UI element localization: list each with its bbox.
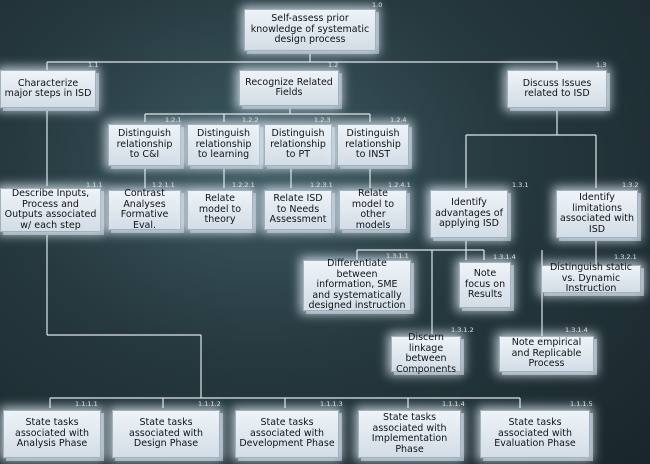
node-number: 1.1.1	[86, 181, 103, 189]
node-1-3-1: Identify advantages of applying ISD	[430, 190, 508, 238]
node-label: State tasks associated with Development …	[239, 417, 335, 450]
node-number: 1.1.1.3	[320, 400, 343, 408]
node-1-1-1-3: State tasks associated with Development …	[235, 410, 339, 458]
node-number: 1.2.1	[165, 116, 182, 124]
node-label: Relate model to other models	[351, 188, 395, 231]
node-number: 1.1.1.4	[442, 400, 465, 408]
node-label: Distinguish relationship to learning	[195, 128, 252, 161]
node-1-2: Recognize Related Fields	[239, 70, 339, 106]
node-label: Characterize major steps in ISD	[4, 77, 92, 99]
node-label: Self-assess prior knowledge of systemati…	[250, 13, 370, 46]
node-1-2-4-1: Relate model to other models	[339, 188, 407, 231]
node-label: State tasks associated with Implementati…	[371, 412, 448, 455]
node-number: 1.3.1.4	[493, 253, 516, 261]
node-number: 1.3.2.1	[614, 253, 637, 261]
node-number: 1.2.3.1	[310, 181, 333, 189]
node-1-3: Discuss Issues related to ISD	[507, 70, 607, 108]
node-number: 1.3.1.4	[565, 326, 588, 334]
node-label: Distinguish relationship to PT	[270, 128, 326, 161]
node-label: Note focus on Results	[464, 268, 506, 301]
node-1-3-2: Identify limitations associated with ISD	[556, 190, 638, 238]
node-label: Relate ISD to Needs Assessment	[269, 193, 327, 226]
node-1-2-3-1: Relate ISD to Needs Assessment	[264, 190, 332, 230]
node-number: 1.3.2	[622, 181, 639, 189]
node-1-1: Characterize major steps in ISD	[0, 70, 96, 108]
node-number: 1.3.1.2	[451, 326, 474, 334]
node-1-2-3: Distinguish relationship to PT	[264, 124, 332, 166]
node-number: 1.2.4	[390, 116, 407, 124]
node-number: 1.3	[596, 61, 607, 69]
node-1-3-1-1: Differentiate between information, SME a…	[303, 258, 411, 312]
node-1-1-1: Describe Inputs, Process and Outputs ass…	[0, 188, 101, 232]
node-number: 1.1.1.2	[198, 400, 221, 408]
node-1-3-1-4-empirical: Note empirical and Replicable Process	[499, 336, 594, 372]
node-number: 1.0	[372, 1, 383, 9]
node-label: Recognize Related Fields	[245, 76, 333, 98]
node-1-2-1: Distinguish relationship to C&I	[108, 124, 181, 166]
node-1-2-2: Distinguish relationship to learning	[187, 124, 260, 166]
node-label: Discern linkage between Components	[395, 332, 457, 375]
node-label: Relate model to theory	[198, 193, 242, 226]
node-label: State tasks associated with Analysis Pha…	[15, 417, 89, 450]
node-label: Distinguish static vs. Dynamic Instructi…	[549, 262, 633, 295]
node-label: Discuss Issues related to ISD	[522, 77, 592, 99]
node-1-1-1-2: State tasks associated with Design Phase	[112, 410, 220, 458]
node-number: 1.1.1.1	[75, 400, 98, 408]
node-number: 1.1	[88, 61, 99, 69]
node-label: Identify limitations associated with ISD	[560, 192, 634, 235]
node-1-2-1-1: Contrast Analyses Formative Eval.	[108, 188, 181, 231]
node-number: 1.2.2	[242, 116, 259, 124]
node-number: 1.2.2.1	[232, 181, 255, 189]
node-number: 1.2	[328, 61, 339, 69]
node-number: 1.2.4.1	[388, 181, 411, 189]
node-label: Distinguish relationship to INST	[345, 128, 401, 161]
node-1-3-1-2: Discern linkage between Components	[391, 332, 461, 375]
node-1-1-1-5: State tasks associated with Evaluation P…	[480, 410, 590, 458]
node-label: State tasks associated with Design Phase	[129, 417, 203, 450]
node-label: Note empirical and Replicable Process	[511, 337, 582, 370]
node-label: Differentiate between information, SME a…	[308, 258, 406, 312]
node-1-1-1-4: State tasks associated with Implementati…	[358, 410, 461, 458]
node-1-3-1-4-results: Note focus on Results	[459, 262, 511, 308]
node-number: 1.3.1.1	[386, 252, 409, 260]
node-number: 1.2.3	[314, 116, 331, 124]
node-label: Distinguish relationship to C&I	[116, 128, 173, 161]
node-label: Identify advantages of applying ISD	[435, 197, 503, 230]
node-1-1-1-1: State tasks associated with Analysis Pha…	[3, 410, 101, 458]
node-number: 1.2.1.1	[152, 181, 175, 189]
node-number: 1.1.1.5	[570, 400, 593, 408]
node-number: 1.3.1	[512, 181, 529, 189]
node-label: State tasks associated with Evaluation P…	[494, 417, 576, 450]
node-1-2-2-1: Relate model to theory	[187, 190, 253, 230]
node-label: Contrast Analyses Formative Eval.	[120, 188, 169, 231]
node-1-2-4: Distinguish relationship to INST	[337, 124, 409, 166]
node-label: Describe Inputs, Process and Outputs ass…	[4, 188, 97, 231]
node-1-3-2-1: Distinguish static vs. Dynamic Instructi…	[541, 262, 641, 295]
node-1-0: Self-assess prior knowledge of systemati…	[244, 9, 376, 51]
